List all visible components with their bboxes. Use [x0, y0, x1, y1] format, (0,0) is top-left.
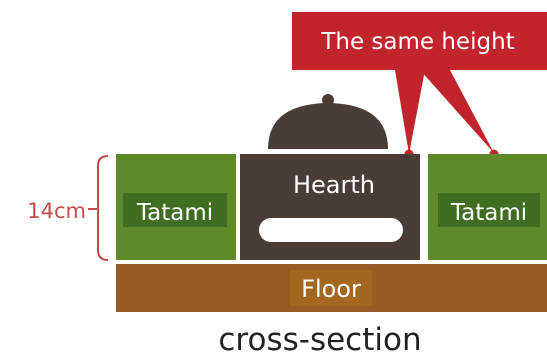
tatami-right-label: Tatami [450, 200, 527, 226]
floor-label-bg [290, 270, 372, 306]
tatami-right-label-bg [438, 193, 540, 227]
hearth-ash-slot [259, 218, 403, 242]
same-height-callout: The same height [292, 12, 547, 159]
hearth-lid-icon [268, 94, 388, 149]
floor-label: Floor [301, 275, 361, 303]
dimension-bracket [97, 155, 109, 261]
lid-dome [268, 103, 388, 149]
tatami-left-label-bg [123, 193, 227, 227]
hearth-block [240, 154, 420, 260]
lid-knob [322, 94, 334, 106]
callout-text: The same height [320, 29, 514, 55]
tatami-left-label: Tatami [136, 200, 213, 226]
hearth-label: Hearth [293, 171, 375, 199]
dimension-label: 14cm [27, 199, 86, 223]
height-dimension: 14cm [27, 155, 109, 261]
callout-box [292, 12, 547, 70]
callout-pointer-left [395, 70, 425, 154]
callout-pointer-right [420, 70, 494, 153]
diagram-caption: cross-section [218, 322, 421, 358]
